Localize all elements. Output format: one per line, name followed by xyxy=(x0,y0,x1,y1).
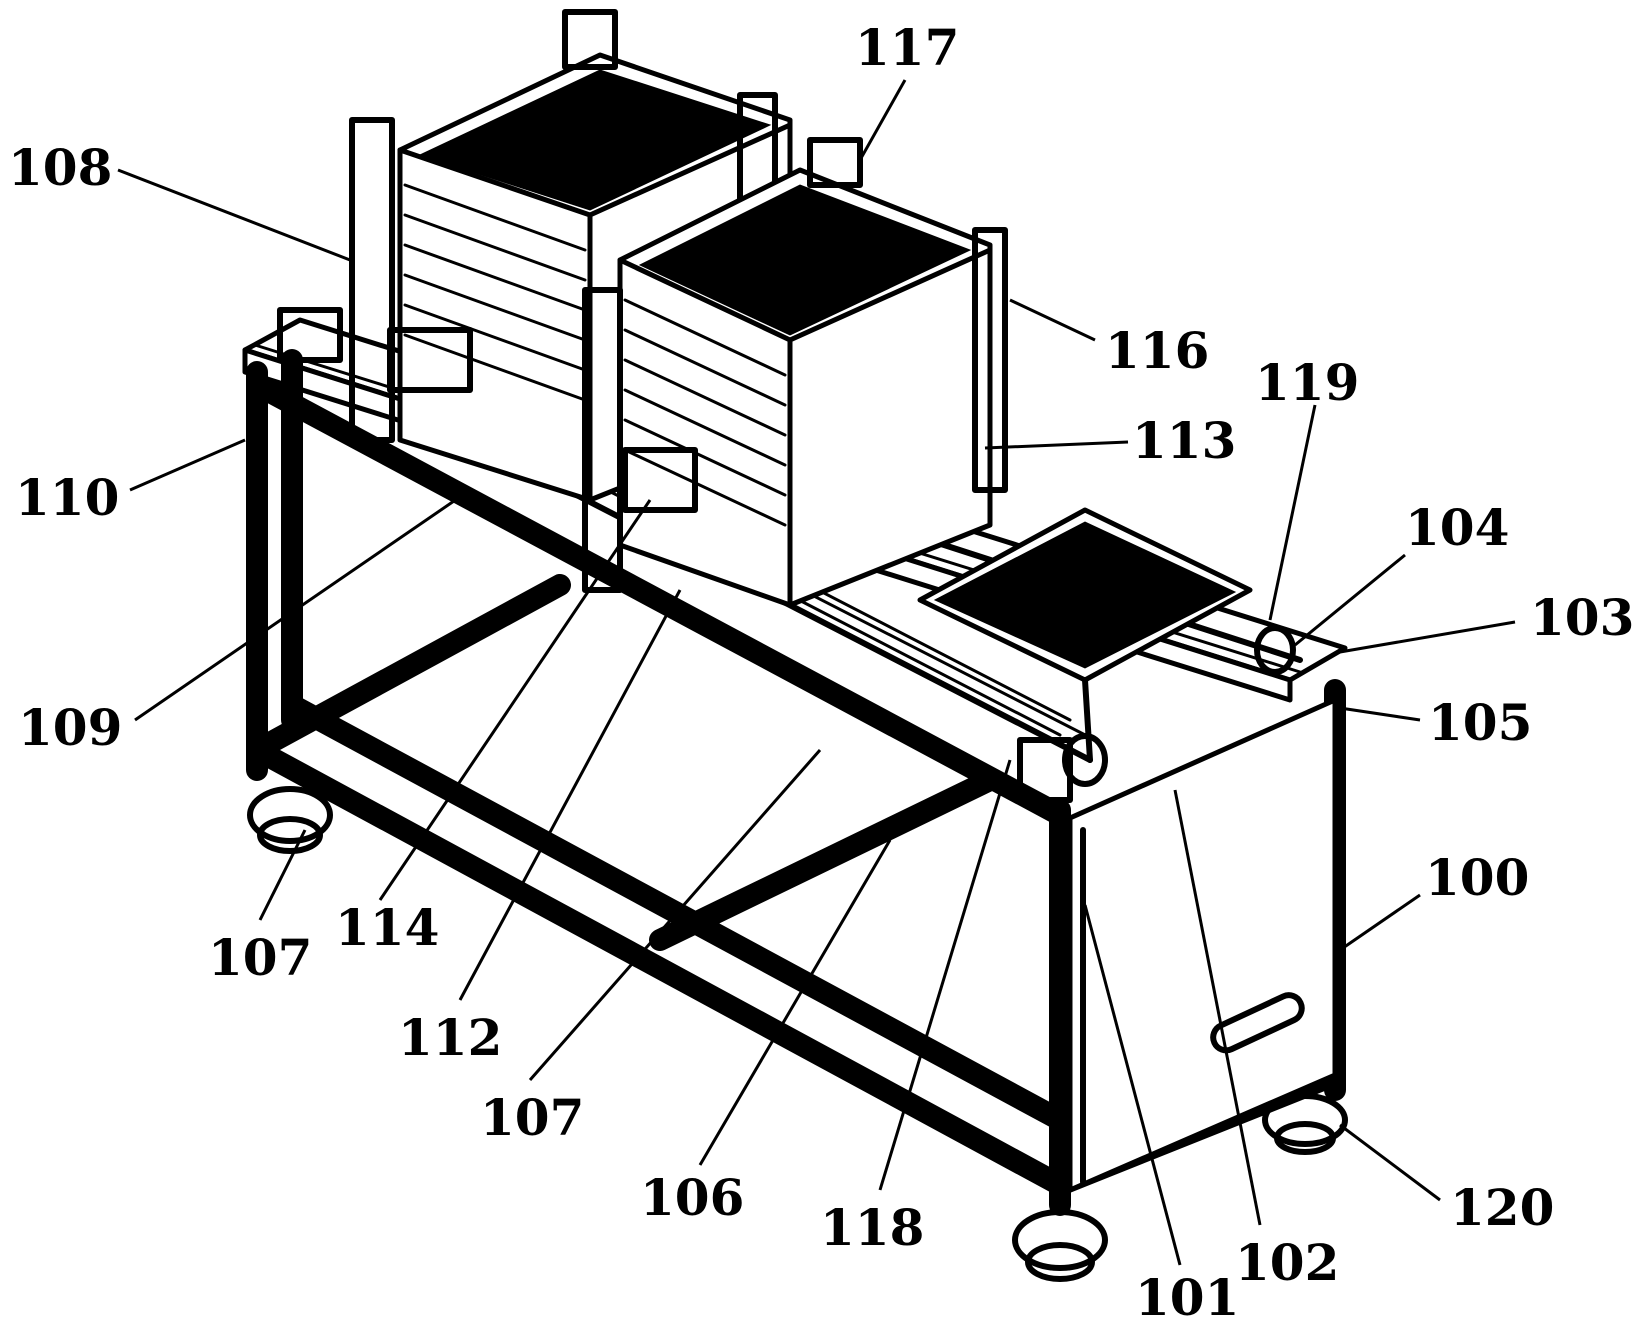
ref-label-107b: 107 xyxy=(480,1088,584,1147)
ref-label-104: 104 xyxy=(1405,498,1509,557)
ref-label-118: 118 xyxy=(820,1198,924,1257)
leader-102 xyxy=(1173,789,1262,1226)
leader-106 xyxy=(698,839,892,1166)
ref-label-102: 102 xyxy=(1235,1233,1339,1292)
ref-label-109: 109 xyxy=(18,698,122,757)
ref-label-100: 100 xyxy=(1425,848,1529,907)
leader-100 xyxy=(1339,893,1421,952)
ref-label-103: 103 xyxy=(1530,588,1634,647)
ref-label-108: 108 xyxy=(8,138,112,197)
leader-104 xyxy=(1294,553,1406,647)
right-cabinet xyxy=(1067,697,1338,1193)
leader-119 xyxy=(1268,404,1317,621)
leader-108 xyxy=(117,168,351,262)
leader-107a xyxy=(258,829,307,921)
leader-lines xyxy=(117,79,1516,1266)
leader-109 xyxy=(134,488,471,722)
ref-label-112: 112 xyxy=(398,1008,502,1067)
leader-105 xyxy=(1339,706,1421,722)
leader-113 xyxy=(984,440,1129,450)
leader-103 xyxy=(1339,620,1516,654)
ref-label-113: 113 xyxy=(1132,411,1236,470)
ref-label-117: 117 xyxy=(855,18,959,77)
ref-label-119: 119 xyxy=(1255,353,1359,412)
leader-112 xyxy=(458,589,682,1001)
loaded-tray xyxy=(917,507,1253,763)
ref-label-110: 110 xyxy=(15,468,119,527)
right-tray-rack xyxy=(582,137,1008,608)
leader-116 xyxy=(1009,298,1096,342)
ref-label-101: 101 xyxy=(1135,1268,1239,1324)
leader-118 xyxy=(878,759,1012,1191)
reference-labels: 108 117 116 119 113 104 103 105 110 109 … xyxy=(8,18,1634,1324)
leader-101 xyxy=(1083,904,1182,1266)
ref-label-114: 114 xyxy=(335,898,439,957)
ref-label-120: 120 xyxy=(1450,1178,1554,1237)
machine-illustration xyxy=(242,9,1348,1282)
ref-label-106: 106 xyxy=(640,1168,744,1227)
leader-117 xyxy=(858,79,907,161)
leader-114 xyxy=(378,499,652,901)
leader-120 xyxy=(1339,1123,1441,1202)
casters xyxy=(247,786,1348,1282)
drive-assembly xyxy=(277,307,1296,803)
ref-label-107a: 107 xyxy=(208,928,312,987)
ref-label-116: 116 xyxy=(1105,321,1209,380)
leader-110 xyxy=(129,438,246,492)
leader-107b xyxy=(528,749,822,1081)
ref-label-105: 105 xyxy=(1428,693,1532,752)
